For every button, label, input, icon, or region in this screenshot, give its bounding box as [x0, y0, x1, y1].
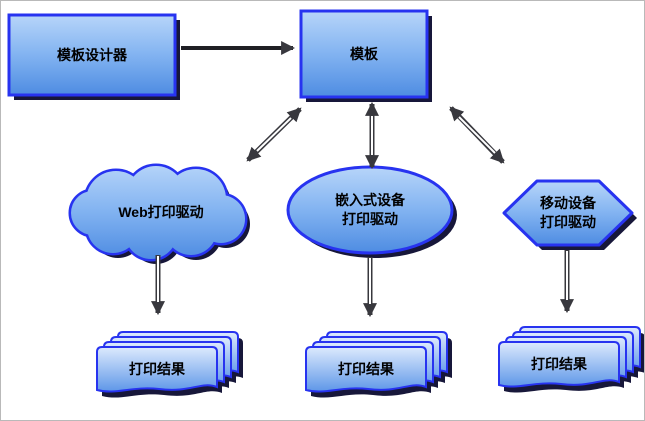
- multidoc-embedded-result: [305, 331, 452, 398]
- arrow-template-web-bidirectional: [246, 107, 302, 162]
- arrow-template-mobile-bidirectional: [449, 106, 505, 164]
- designer-box: [7, 13, 180, 100]
- designer-box-shape: [7, 13, 177, 97]
- mobile-driver-hexagon: [502, 179, 637, 250]
- template-box: [299, 9, 432, 102]
- web-driver-cloud: [71, 166, 250, 264]
- template-box-shape: [299, 9, 429, 99]
- hexagon-shape: [502, 179, 634, 247]
- arrows: [151, 41, 574, 318]
- multidoc-mobile-result: [498, 326, 644, 393]
- ellipse-shape: [286, 165, 454, 255]
- multidoc-web-result: [96, 331, 243, 398]
- embedded-driver-ellipse: [286, 165, 457, 258]
